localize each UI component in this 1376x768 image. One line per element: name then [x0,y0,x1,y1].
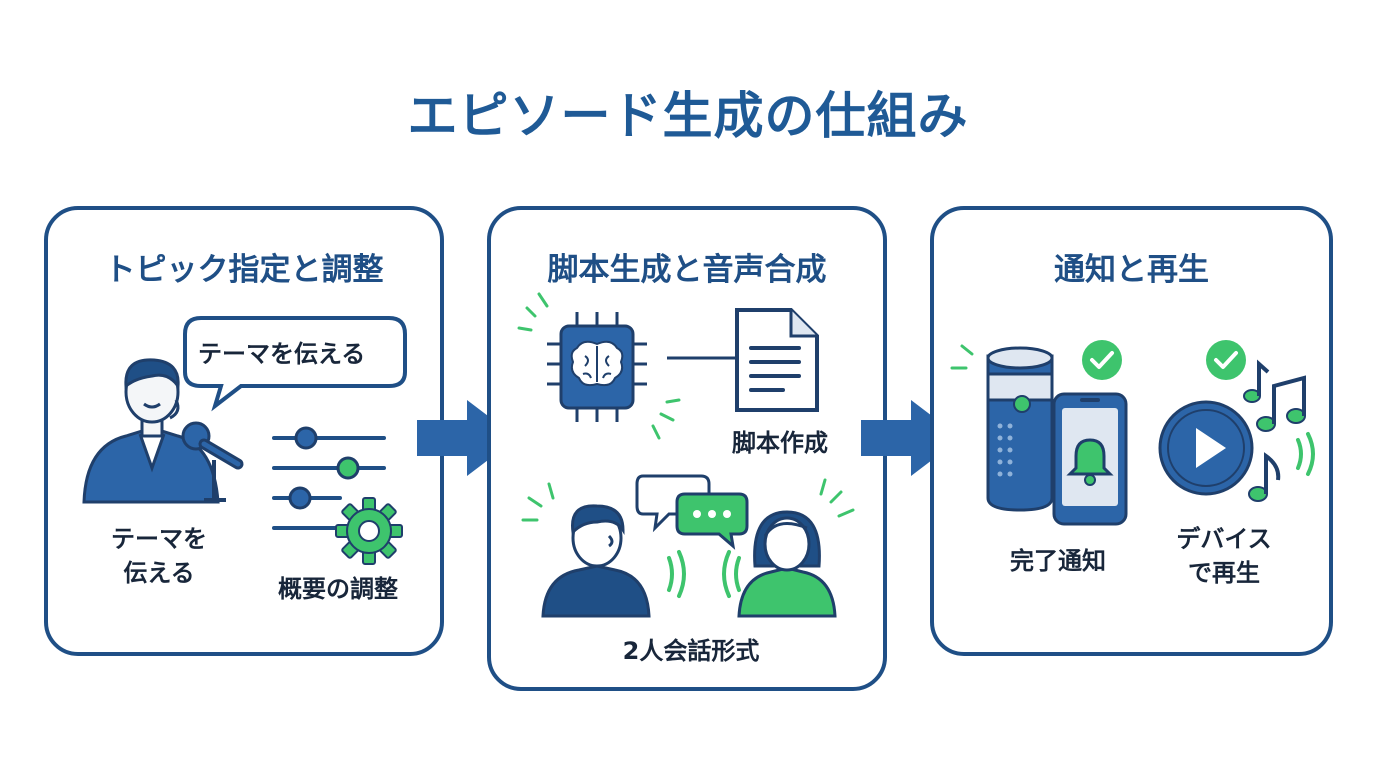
woman-speaker-icon [737,478,855,618]
play-button-icon [1158,400,1254,496]
step-notify-title: 通知と再生 [1054,252,1209,288]
man-speaker-icon [521,482,651,618]
step-script-panel: 脚本生成と音声合成 脚本作成 [487,206,887,691]
label-convey-theme-line1: テーマを [111,525,207,553]
label-play-on-device-line1: デバイス [1176,525,1272,553]
ai-brain-chip-icon [517,292,681,440]
step-script-title: 脚本生成と音声合成 [547,252,827,288]
music-notes-icon [1243,359,1315,502]
check-badge-icon [1082,340,1122,380]
document-icon [735,308,819,412]
bubble-text: テーマを伝える [198,340,366,368]
label-two-person-dialogue: 2人会話形式 [622,637,760,665]
sound-waves-icon [667,550,741,598]
step-topic-panel: トピック指定と調整 テーマを伝える [44,206,444,656]
smart-speaker-icon [950,344,1054,512]
speech-bubble-icon [183,316,407,412]
gear-icon [335,497,403,565]
sliders-icon [272,426,386,530]
step-notify-panel: 通知と再生 [930,206,1333,656]
label-script-writing: 脚本作成 [732,429,828,457]
chat-bubble-icon [635,474,749,550]
smartphone-bell-icon [1052,392,1128,526]
speaker-person-icon [82,358,220,504]
microphone-icon [181,421,244,502]
diagram-title: エピソード生成の仕組み [407,87,969,145]
label-play-on-device: デバイス で再生 [1154,522,1294,590]
label-play-on-device-line2: で再生 [1188,559,1260,587]
check-badge-icon-2 [1206,340,1246,380]
label-convey-theme: テーマを 伝える [94,522,224,590]
label-convey-theme-line2: 伝える [123,559,195,587]
label-adjust-summary: 概要の調整 [278,575,398,603]
connector-line [667,356,735,360]
step-topic-title: トピック指定と調整 [104,252,384,288]
label-completion-notice: 完了通知 [1010,547,1106,575]
